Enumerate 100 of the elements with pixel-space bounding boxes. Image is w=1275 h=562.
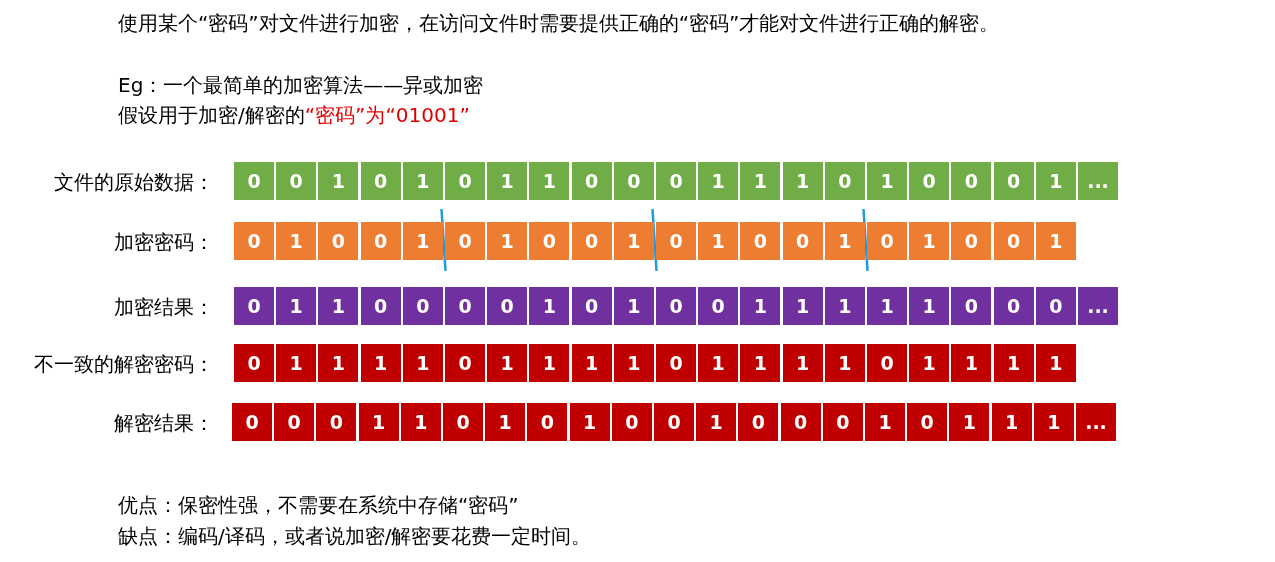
text-line: 使用某个“密码”对文件进行加密，在访问文件时需要提供正确的“密码”才能对文件进行正确的解密。 — [118, 10, 1000, 37]
bit-cell: ... — [1076, 403, 1116, 441]
row-label: 解密结果： — [113, 410, 214, 437]
bit-cell: 1 — [951, 344, 992, 382]
bit-cell: 0 — [613, 162, 654, 200]
row-label: 加密密码： — [113, 229, 214, 256]
bit-cell: 0 — [993, 222, 1034, 260]
bit-cell: 0 — [824, 162, 865, 200]
bit-cell: 0 — [527, 403, 568, 441]
bit-cell: 0 — [276, 162, 317, 200]
bit-cell: 1 — [276, 222, 317, 260]
highlighted-text: “密码”为“01001” — [304, 102, 470, 129]
bit-cell: 0 — [360, 287, 401, 325]
bit-cell: 0 — [445, 287, 485, 325]
bit-cell: 0 — [738, 403, 779, 441]
bit-cell: 0 — [698, 287, 739, 325]
bit-cell: 1 — [402, 162, 443, 200]
bit-cell: 0 — [487, 287, 528, 325]
bit-cell: 1 — [613, 222, 654, 260]
bit-cell: 0 — [611, 403, 652, 441]
bit-cell: 0 — [445, 222, 485, 260]
bit-cell: 1 — [360, 344, 401, 382]
bit-cell: 1 — [824, 287, 865, 325]
row-label: 文件的原始数据： — [53, 169, 214, 196]
bit-cell: 1 — [698, 344, 739, 382]
bit-cell: ... — [1078, 287, 1118, 325]
bit-cell: 1 — [1035, 222, 1076, 260]
bit-cell: 1 — [1033, 403, 1074, 441]
bit-cell: 1 — [782, 287, 823, 325]
bit-cell: 0 — [951, 222, 992, 260]
bit-cell: 1 — [318, 344, 359, 382]
bit-cell: 1 — [949, 403, 990, 441]
bit-cell: 1 — [867, 162, 907, 200]
bit-cell: 1 — [1035, 162, 1076, 200]
bit-cell: 0 — [443, 403, 483, 441]
bit-cell: 0 — [867, 222, 907, 260]
bit-cell: 1 — [698, 162, 739, 200]
bit-cell: 0 — [993, 287, 1034, 325]
bit-cell: 1 — [529, 344, 570, 382]
bit-cell: 1 — [782, 162, 823, 200]
bit-cell: 1 — [696, 403, 737, 441]
bit-cell: 1 — [402, 222, 443, 260]
bit-cell: 0 — [907, 403, 948, 441]
bit-cell: 1 — [485, 403, 526, 441]
bit-cell: 0 — [740, 222, 781, 260]
bit-cell: 0 — [232, 403, 272, 441]
bit-cell: 0 — [571, 287, 612, 325]
bit-cell: 0 — [402, 287, 443, 325]
row-label: 加密结果： — [113, 294, 214, 321]
bit-cell: 0 — [656, 344, 696, 382]
bit-cell: 0 — [316, 403, 357, 441]
bit-cell: 1 — [569, 403, 610, 441]
bit-cell: 1 — [740, 344, 781, 382]
bit-cell: 0 — [234, 287, 274, 325]
bit-cell: 1 — [318, 287, 359, 325]
bit-cell: 0 — [360, 162, 401, 200]
bit-cell: 1 — [782, 344, 823, 382]
bit-cell: 1 — [358, 403, 399, 441]
bit-cell: 0 — [234, 222, 274, 260]
row-label: 不一致的解密密码： — [33, 351, 214, 378]
bit-cell: 1 — [993, 344, 1034, 382]
bit-cell: 0 — [571, 222, 612, 260]
bit-cell: 0 — [951, 287, 992, 325]
text-line: Eg：一个最简单的加密算法——异或加密 — [118, 72, 484, 99]
bit-cell: 1 — [909, 287, 950, 325]
bit-cell: 0 — [445, 162, 485, 200]
bit-cell: 0 — [782, 222, 823, 260]
bit-cell: 0 — [1035, 287, 1076, 325]
bit-cell: 0 — [951, 162, 992, 200]
bit-cell: 1 — [740, 287, 781, 325]
bit-cell: 1 — [402, 344, 443, 382]
bit-cell: 1 — [276, 287, 317, 325]
bit-cell: 0 — [360, 222, 401, 260]
bit-cell: 0 — [445, 344, 485, 382]
bit-cell: 0 — [656, 162, 696, 200]
bit-cell: 1 — [276, 344, 317, 382]
bit-cell: 1 — [740, 162, 781, 200]
bit-cell: 1 — [824, 222, 865, 260]
bit-cell: 1 — [1035, 344, 1076, 382]
bit-cell: 0 — [274, 403, 315, 441]
bit-cell: 0 — [867, 344, 907, 382]
bit-cell: 0 — [234, 162, 274, 200]
bit-cell: 0 — [909, 162, 950, 200]
bit-cell: 0 — [654, 403, 694, 441]
bit-cell: 1 — [909, 344, 950, 382]
bit-cell: ... — [1078, 162, 1118, 200]
bit-cell: 1 — [698, 222, 739, 260]
text-line: 假设用于加密/解密的 — [118, 102, 305, 129]
bit-cell: 1 — [487, 344, 528, 382]
bit-cell: 1 — [613, 287, 654, 325]
bit-cell: 0 — [318, 222, 359, 260]
text-line: 优点：保密性强，不需要在系统中存储“密码” — [118, 492, 519, 519]
bit-cell: 0 — [571, 162, 612, 200]
bit-cell: 1 — [865, 403, 905, 441]
bit-cell: 1 — [991, 403, 1032, 441]
bit-cell: 1 — [867, 287, 907, 325]
bit-cell: 0 — [234, 344, 274, 382]
bit-cell: 1 — [909, 222, 950, 260]
bit-cell: 0 — [822, 403, 863, 441]
bit-cell: 1 — [400, 403, 441, 441]
